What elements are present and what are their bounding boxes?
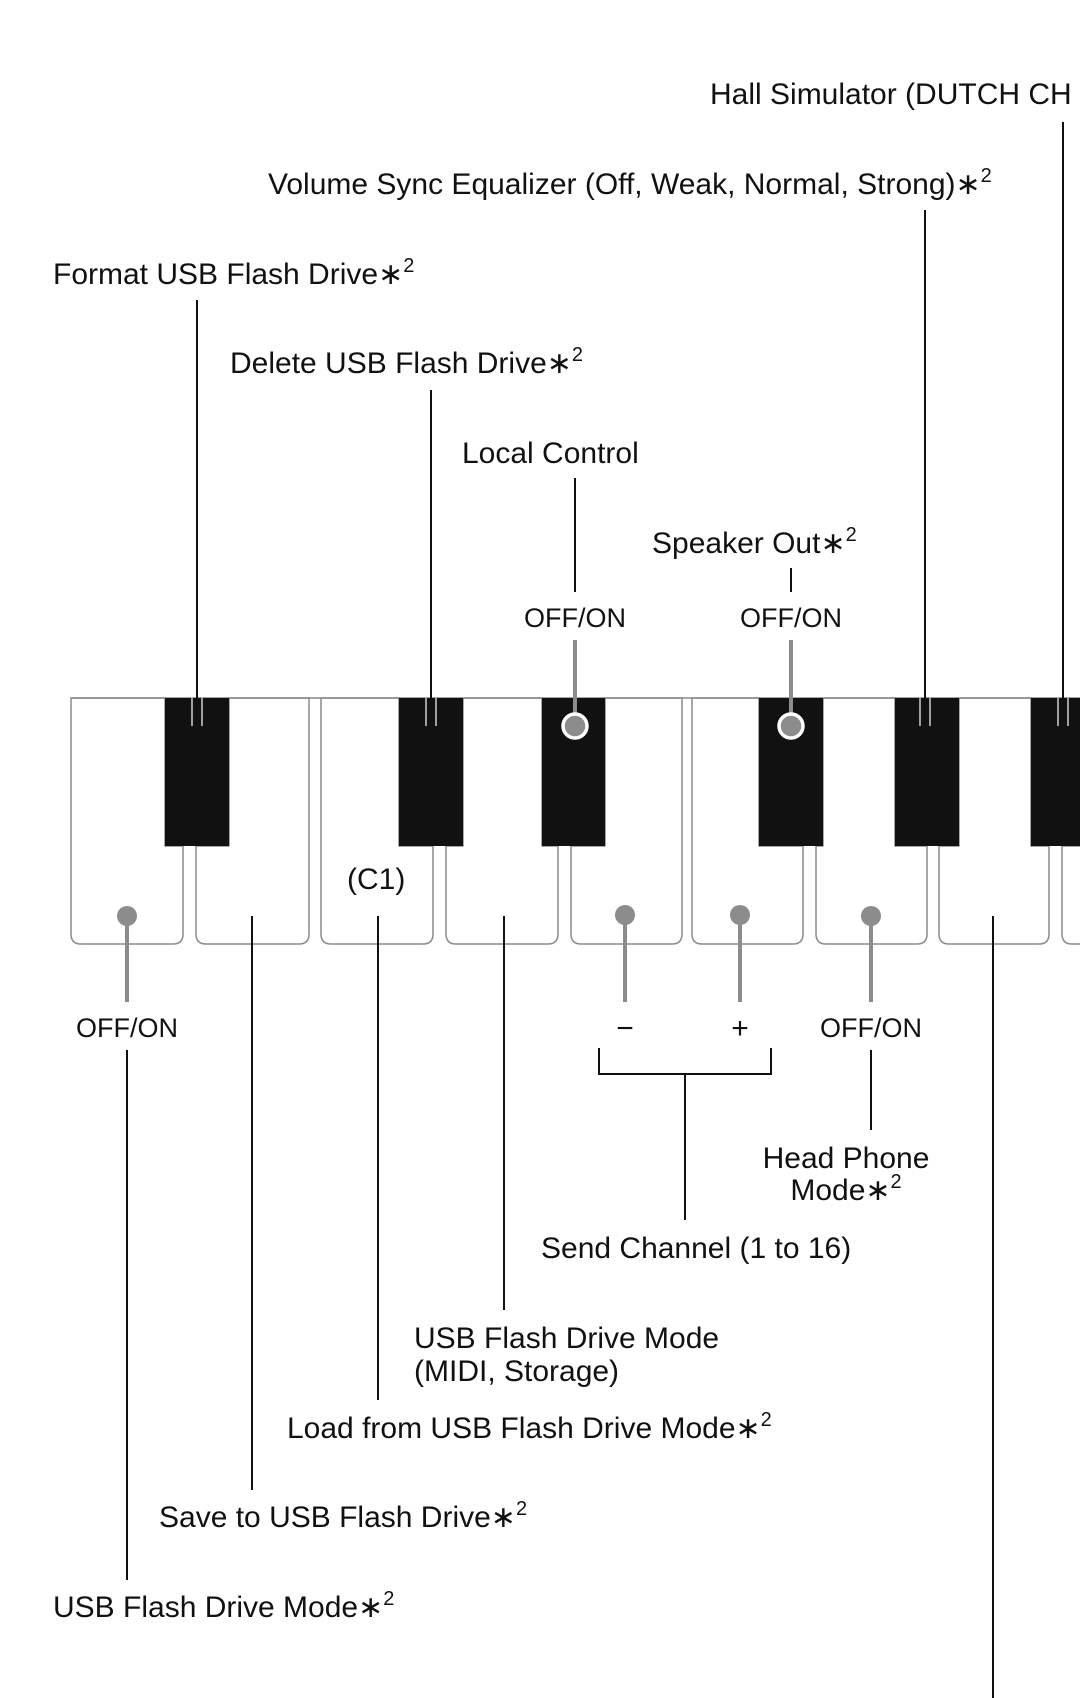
- bottom-leader-lines: [126, 916, 994, 1698]
- speaker-out-label: Speaker Out∗2: [652, 524, 857, 560]
- white-key-2[interactable]: [195, 697, 310, 945]
- toggle-markers-bottom: [117, 905, 881, 1002]
- load-usb-label: Load from USB Flash Drive Mode∗2: [287, 1409, 772, 1445]
- usb-midi-label-line2: (MIDI, Storage): [414, 1355, 619, 1388]
- top-labels: Hall Simulator (DUTCH CH Volume Sync Equ…: [53, 78, 1072, 633]
- format-usb-label: Format USB Flash Drive∗2: [53, 255, 414, 291]
- hall-simulator-label: Hall Simulator (DUTCH CH: [710, 78, 1072, 111]
- white-key-4[interactable]: [445, 697, 559, 945]
- white-key-1[interactable]: [70, 697, 184, 945]
- black-key-6[interactable]: [1031, 698, 1080, 846]
- key-labels: (C1): [347, 863, 405, 896]
- white-key-5[interactable]: [570, 697, 683, 945]
- white-key-9[interactable]: [1061, 698, 1080, 945]
- speaker-out-marker: [777, 712, 805, 740]
- white-key-8[interactable]: [938, 697, 1050, 945]
- black-key-2[interactable]: [399, 698, 463, 846]
- speaker-out-toggle: OFF/ON: [740, 603, 842, 633]
- headphone-label-line1: Head Phone: [763, 1142, 930, 1175]
- channel-minus-label: −: [616, 1012, 634, 1045]
- usb-mode-label: USB Flash Drive Mode∗2: [53, 1588, 394, 1624]
- white-keys: [70, 697, 1080, 945]
- top-leader-lines: [196, 122, 1064, 698]
- toggle-markers-top: [561, 640, 805, 740]
- channel-plus-label: +: [731, 1012, 749, 1045]
- headphone-label-line2: Mode∗2: [790, 1171, 901, 1207]
- local-control-toggle: OFF/ON: [524, 603, 626, 633]
- save-usb-label: Save to USB Flash Drive∗2: [159, 1498, 527, 1534]
- black-key-1[interactable]: [165, 698, 229, 846]
- black-key-5[interactable]: [895, 698, 959, 846]
- bottom-labels: OFF/ON − + OFF/ON Head Phone Mode∗2 Send…: [53, 1012, 929, 1624]
- delete-usb-label: Delete USB Flash Drive∗2: [230, 344, 583, 380]
- black-keys: [165, 698, 1080, 846]
- usb-mode-toggle: OFF/ON: [76, 1013, 178, 1043]
- local-control-label: Local Control: [462, 437, 639, 470]
- send-channel-label: Send Channel (1 to 16): [541, 1232, 851, 1265]
- usb-midi-label-line1: USB Flash Drive Mode: [414, 1322, 719, 1355]
- c1-key-label: (C1): [347, 863, 405, 896]
- white-key-7[interactable]: [815, 697, 928, 945]
- white-key-6[interactable]: [691, 697, 804, 945]
- headphone-toggle: OFF/ON: [820, 1013, 922, 1043]
- key-leader-marks: [191, 698, 1069, 726]
- volume-sync-label: Volume Sync Equalizer (Off, Weak, Normal…: [268, 165, 992, 201]
- local-control-marker: [561, 712, 589, 740]
- white-key-c1[interactable]: [320, 697, 434, 945]
